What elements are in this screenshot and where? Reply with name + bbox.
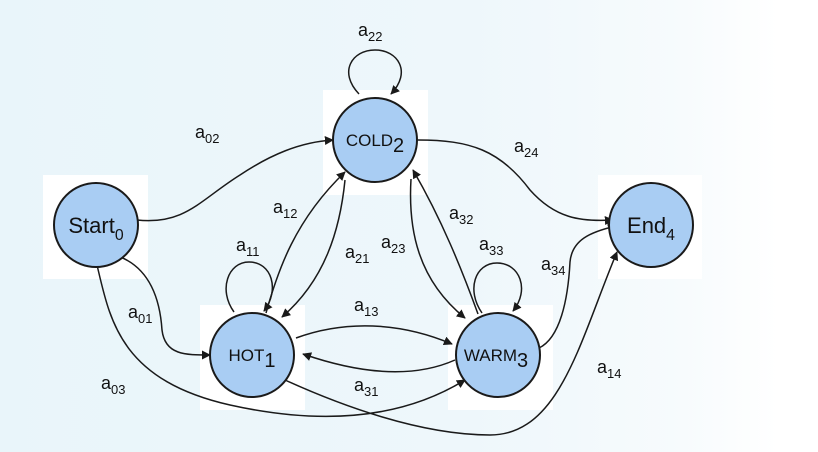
- edge-a22: [347, 49, 403, 95]
- edge-a03: [96, 264, 466, 418]
- label-a03: a03: [101, 373, 125, 397]
- state-warm: WARM3: [455, 312, 541, 398]
- label-a14: a14: [597, 357, 621, 381]
- cold-node-circle: [332, 97, 418, 183]
- state-hot: HOT1: [209, 312, 295, 398]
- label-a02: a02: [195, 122, 219, 146]
- hot-node-label: HOT1: [228, 346, 275, 372]
- label-a12: a12: [273, 197, 297, 221]
- transition-labels: a22 a02 a24 a12 a32 a21 a23 a11 a33 a34 …: [101, 20, 621, 399]
- label-a22: a22: [358, 20, 382, 44]
- edge-a23: [409, 178, 466, 319]
- start-node-circle: [53, 182, 139, 268]
- edge-a31: [302, 352, 456, 373]
- end-node-label: End4: [627, 213, 675, 244]
- label-a24: a24: [514, 136, 538, 160]
- state-start: Start0: [53, 182, 139, 268]
- label-a32: a32: [449, 203, 473, 227]
- edge-a13: [295, 325, 453, 345]
- edge-a02: [136, 136, 334, 222]
- label-a34: a34: [541, 254, 565, 278]
- label-a33: a33: [479, 234, 503, 258]
- warm-node-circle: [455, 312, 541, 398]
- cold-node-label: COLD2: [346, 131, 404, 157]
- edge-a24: [417, 139, 614, 225]
- label-a01: a01: [128, 302, 152, 326]
- edge-a14: [284, 251, 619, 436]
- edge-a34: [538, 223, 617, 349]
- label-a21: a21: [345, 242, 369, 266]
- transition-edges: [96, 49, 619, 436]
- edge-a21: [281, 179, 346, 318]
- state-end: End4: [608, 182, 694, 268]
- warm-node-label: WARM3: [464, 346, 528, 372]
- hot-node-circle: [209, 312, 295, 398]
- start-node-label: Start0: [68, 213, 123, 244]
- end-node-circle: [608, 182, 694, 268]
- edge-a33: [473, 262, 523, 314]
- label-a13: a13: [354, 295, 378, 319]
- edge-a11: [225, 261, 274, 313]
- label-a11: a11: [236, 235, 259, 259]
- edge-a32: [412, 169, 479, 315]
- edge-a01: [117, 255, 211, 360]
- label-a31: a31: [354, 375, 378, 399]
- label-a23: a23: [381, 232, 405, 256]
- state-cold: COLD2: [332, 97, 418, 183]
